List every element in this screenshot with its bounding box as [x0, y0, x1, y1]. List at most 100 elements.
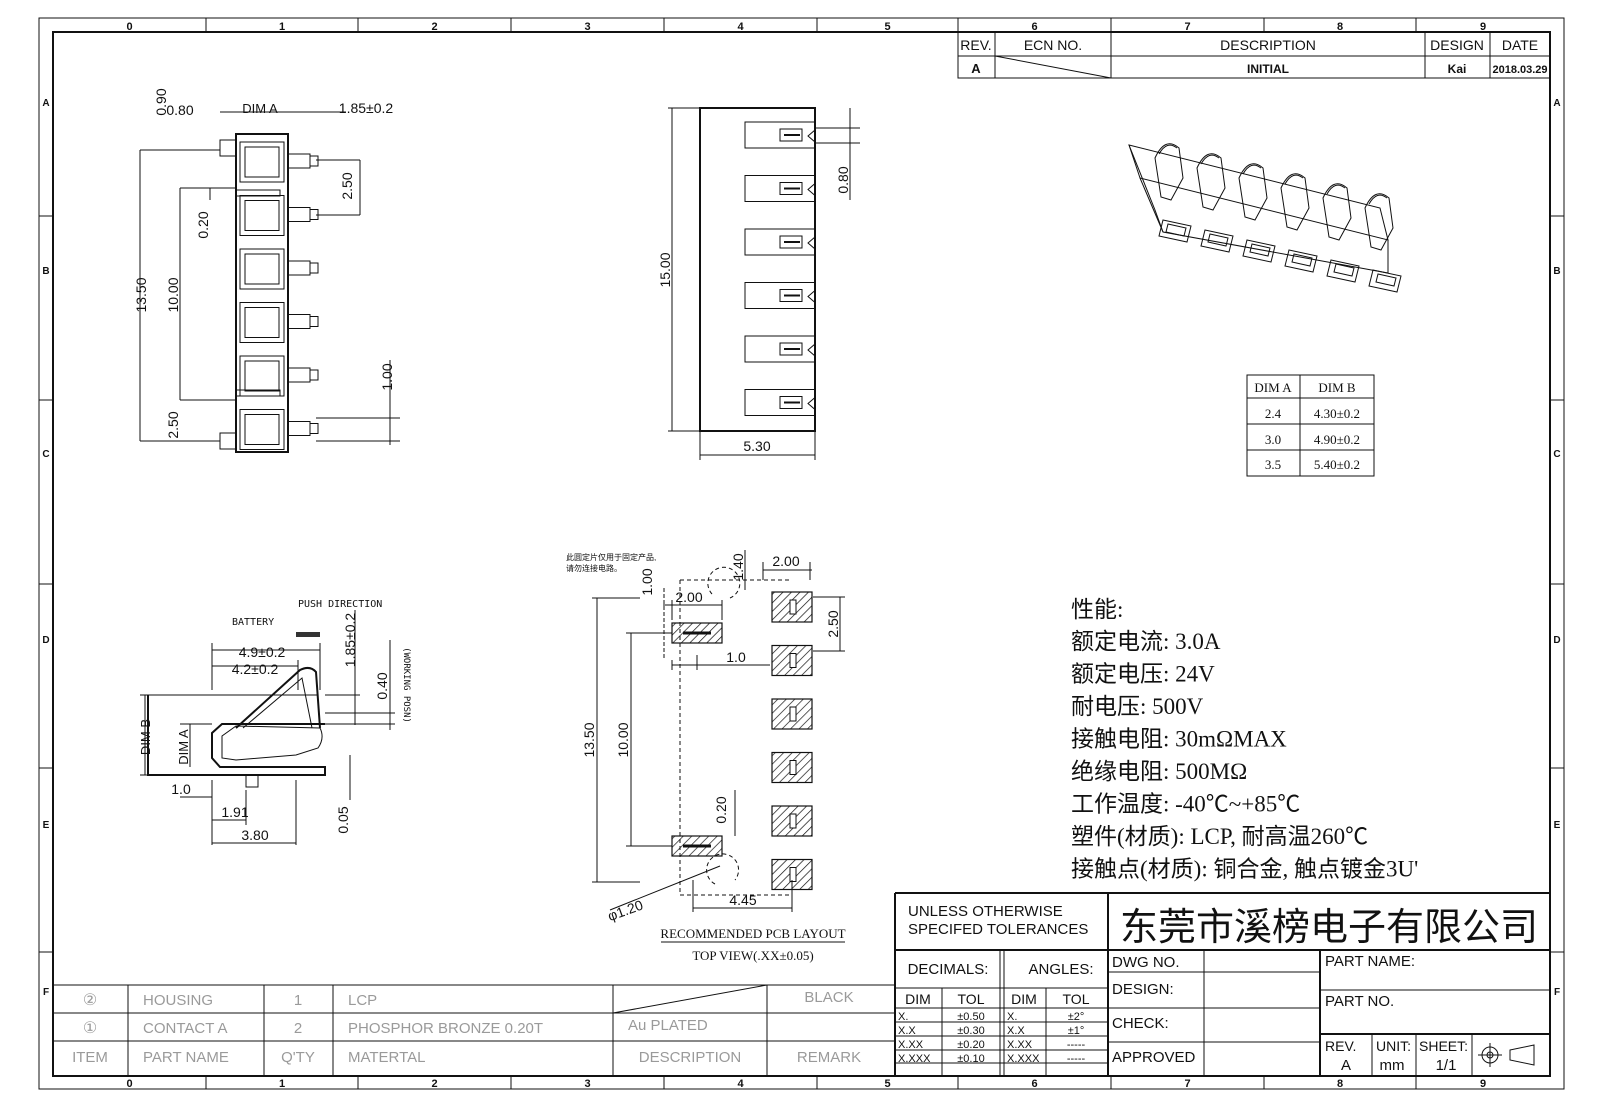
tol-value-cell: ±0.20	[957, 1039, 984, 1051]
dim-table: DIM A DIM B 2.4 4.30±0.2 3.0 4.90±0.2 3.…	[1246, 374, 1375, 477]
dim-table-header-a: DIM A	[1254, 380, 1292, 395]
dim-2-50-top: 2.50	[339, 172, 355, 199]
dim-0-80: 0.80	[166, 102, 193, 118]
bom-description: Au PLATED	[628, 1017, 708, 1034]
dim-table-cell: 3.5	[1265, 457, 1281, 472]
spec-line: 塑件(材质): LCP, 耐高温260℃	[1071, 824, 1368, 849]
tolerance-title-line-1: UNLESS OTHERWISE	[908, 903, 1063, 920]
projection-symbol-icon	[1478, 1043, 1535, 1067]
dim-15-00: 15.00	[657, 252, 673, 287]
angles-label: ANGLES:	[1028, 961, 1093, 978]
contact-window	[1368, 269, 1402, 293]
ang-dim-header: DIM	[1011, 991, 1037, 1007]
ecn-header: ECN NO.	[1024, 37, 1082, 53]
ang-tol-header: TOL	[1063, 991, 1090, 1007]
front-view: 13.50 10.00 0.20 0.90 0.80 DIM A 1.85±0.…	[133, 88, 400, 453]
unit-value: mm	[1380, 1057, 1405, 1074]
dim-13-50-pcb: 13.50	[581, 722, 597, 757]
column-label: 6	[1031, 21, 1037, 33]
sheet-value: 1/1	[1436, 1057, 1457, 1074]
row-label: F	[1554, 987, 1560, 998]
bom-item: ②	[83, 992, 97, 1009]
dim-0-90: 0.90	[153, 88, 169, 115]
dim-1-85: 1.85±0.2	[339, 100, 394, 116]
decimals-label: DECIMALS:	[908, 961, 989, 978]
bom-part: CONTACT A	[143, 1020, 227, 1037]
spec-line: 接触电阻: 30mΩMAX	[1071, 727, 1287, 752]
dim-13-50: 13.50	[133, 277, 149, 312]
description-value: INITIAL	[1247, 62, 1289, 76]
contact-pin	[287, 260, 311, 276]
ang-dim-cell: X.	[1007, 1011, 1017, 1023]
check-label: CHECK:	[1112, 1015, 1169, 1032]
company-name: 东莞市溪榜电子有限公司	[1120, 907, 1538, 949]
dim-1-0-section: 1.0	[171, 781, 191, 797]
tol-value-cell: ±0.50	[957, 1011, 984, 1023]
dim-1-40: 1.40	[730, 553, 746, 580]
bom-material: LCP	[348, 992, 377, 1009]
pcb-note-line-2: 请勿连接电路。	[566, 563, 622, 573]
ang-value-cell: ±1°	[1068, 1025, 1085, 1037]
dim-1-85-section: 1.85±0.2	[342, 613, 358, 668]
bom-header-item: ITEM	[72, 1049, 108, 1066]
column-label: 8	[1337, 21, 1343, 33]
section-view: PUSH DIRECTION BATTERY (WORKING POSN) 4.…	[138, 599, 411, 845]
tol-value-cell: ±0.30	[957, 1025, 984, 1037]
dim-a-label-section: DIM A	[176, 729, 191, 765]
spec-line: 绝缘电阻: 500MΩ	[1071, 759, 1247, 784]
dim-table-cell: 3.0	[1265, 432, 1281, 447]
bom-header-remark: REMARK	[797, 1049, 861, 1066]
description-header: DESCRIPTION	[1220, 37, 1316, 53]
ang-value-cell: ±2°	[1068, 1011, 1085, 1023]
pcb-layout: 此圆定片仅用于固定产品, 请勿连接电路。 1.40 2.00 1.00 2.00…	[566, 550, 846, 963]
column-label: 3	[584, 1078, 590, 1090]
bom-item: ①	[83, 1020, 97, 1037]
revision-block: REV. ECN NO. DESCRIPTION DESIGN DATE A I…	[957, 31, 1551, 79]
column-label: 0	[126, 21, 132, 33]
dim-1-91: 1.91	[221, 804, 248, 820]
contact-slot-side	[744, 389, 816, 416]
pcb-layout-subcaption: TOP VIEW(.XX±0.05)	[692, 948, 813, 963]
part-name-label: PART NAME:	[1325, 953, 1415, 970]
tol-dim-cell: X.XX	[898, 1039, 924, 1051]
contact-slot-side	[744, 228, 816, 256]
dim-2-00-top: 2.00	[772, 553, 799, 569]
dim-10-00: 10.00	[165, 277, 181, 312]
design-header: DESIGN	[1430, 37, 1484, 53]
dim-0-05: 0.05	[335, 806, 351, 833]
spec-line: 耐电压: 500V	[1071, 694, 1204, 719]
dim-0-40: 0.40	[374, 672, 390, 699]
bom-part: HOUSING	[143, 992, 213, 1009]
row-label: E	[43, 820, 50, 831]
bom-header-part: PART NAME	[143, 1049, 229, 1066]
contact-pin	[287, 367, 311, 383]
contact-pin	[287, 153, 311, 169]
dim-0-80-side: 0.80	[835, 166, 851, 193]
dim-table-cell: 4.90±0.2	[1314, 432, 1360, 447]
dim-4-9: 4.9±0.2	[239, 644, 286, 660]
spec-line: 额定电压: 24V	[1071, 662, 1215, 687]
tol-value-cell: ±0.10	[957, 1053, 984, 1065]
rev-value-block: A	[1341, 1057, 1351, 1074]
bom-header-qty: Q'TY	[281, 1049, 315, 1066]
tol-dim-cell: X.X	[898, 1025, 916, 1037]
dec-dim-header: DIM	[905, 991, 931, 1007]
contact-spring	[1196, 153, 1226, 211]
contact-pin	[287, 314, 311, 329]
dim-5-30: 5.30	[743, 438, 770, 454]
dim-4-45: 4.45	[729, 892, 756, 908]
contact-pin	[287, 421, 311, 436]
dim-10-00-pcb: 10.00	[615, 722, 631, 757]
ang-dim-cell: X.X	[1007, 1025, 1025, 1037]
column-label: 9	[1480, 21, 1486, 33]
row-label: E	[1554, 820, 1561, 831]
column-label: 7	[1184, 1078, 1190, 1090]
contact-window	[1158, 219, 1192, 243]
spec-line: 接触点(材质): 铜合金, 触点镀金3U'	[1071, 857, 1418, 882]
contact-slot-side	[744, 121, 816, 149]
contact-slot-side	[744, 335, 816, 363]
contact-slot	[239, 141, 285, 183]
ang-value-cell: -----	[1067, 1053, 1086, 1065]
contact-slot-side	[744, 282, 816, 309]
